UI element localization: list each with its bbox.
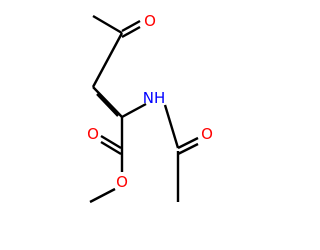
bond-ketone-co-a	[121, 19, 141, 33]
bond-ketone-methyl	[92, 14, 123, 35]
bond-n-amide-c	[163, 104, 180, 149]
bond-ester-co-a	[100, 134, 122, 150]
bond-amide-co-a	[177, 136, 199, 150]
atom-labels: O NH O O O	[87, 12, 213, 191]
ester-carbonyl-oxygen-label: O	[87, 125, 99, 143]
bonds	[89, 14, 199, 204]
amide-nitrogen-label: NH	[143, 89, 166, 107]
bond-ester-o-methyl	[89, 187, 116, 204]
bond-ester-co-b	[100, 140, 122, 156]
ketone-oxygen-label: O	[144, 12, 156, 30]
bond-alkene-b	[96, 93, 119, 117]
ester-oxygen-label: O	[116, 173, 128, 191]
bond-ketone-ch	[91, 32, 124, 88]
bond-alkene-a	[92, 86, 123, 118]
bond-ketone-co-b	[121, 25, 141, 39]
bond-amide-co-b	[177, 142, 199, 156]
amide-oxygen-label: O	[201, 125, 213, 143]
molecule-structure-diagram: O NH O O O	[87, 12, 213, 204]
bond-calpha-n	[121, 102, 147, 119]
